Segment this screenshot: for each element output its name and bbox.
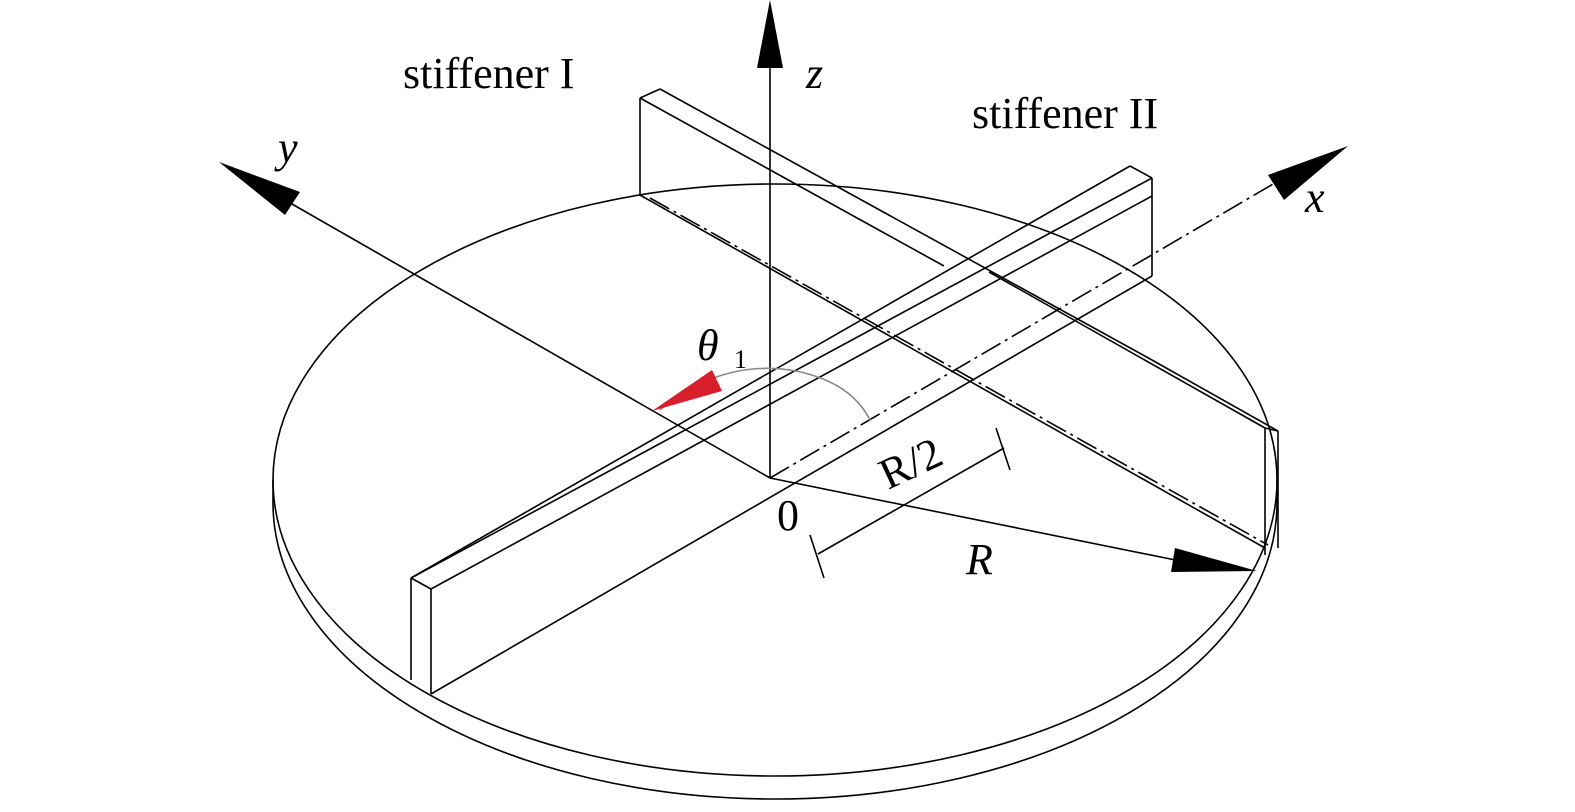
stiffener-1-base-line [639,194,1266,549]
stiffener-1-top-back-edge-2 [1151,359,1279,432]
plate-top-back-edge [272,183,1278,481]
stiffener-2-top-back-edge [430,195,1153,590]
stiffener-2 [410,165,1153,695]
origin-label: 0 [777,491,799,540]
circular-plate [272,183,1278,800]
radius-arrowhead [1171,548,1257,572]
theta-angle-subscript: 1 [734,345,747,374]
axes [219,0,1348,572]
plate-top-front-edge [272,479,1278,777]
z-axis-label: z [805,49,823,98]
y-axis-label: y [274,123,298,172]
stiffener-2-base-line [430,275,1153,695]
stiffener-1-top-back-edge [659,88,1153,361]
stiffener-2-start-cap-top [410,577,432,590]
half-radius-dimension [809,427,1011,579]
stiffener-2-top-front-edge [410,177,1153,579]
radius-line [769,477,1201,566]
stiffener-1-top-front-edge [639,97,945,267]
stiffener-1-top-front-edge-2 [988,271,1266,429]
y-axis-arrowhead [219,162,300,215]
radius-label: R [965,535,993,584]
plate-bottom-edge [272,480,1278,800]
y-axis-line [284,199,771,479]
theta-angle-label: θ [697,321,719,370]
stiffener-1-base-centerline [649,197,1269,546]
stiffener-2-end-cap-top [1129,165,1153,179]
stiffener-1-start-cap [639,88,661,99]
x-axis-line [769,179,1281,479]
half-radius-tick-left [809,534,825,579]
stiffener-1 [639,88,1279,555]
half-radius-tick-right [995,427,1011,471]
half-radius-dimension-line [817,447,1005,555]
stiffener-1-end-cap [1264,427,1279,432]
stiffener-2-label: stiffener II [972,89,1158,138]
z-axis-arrowhead [757,0,783,68]
x-axis-label: x [1304,173,1325,222]
x-axis-arrowhead [1268,146,1348,200]
stiffener-2-back-top-line [410,165,1131,579]
theta-angle-arrowhead [652,370,722,411]
half-radius-label: R/2 [872,428,950,499]
stiffener-1-label: stiffener I [403,49,574,98]
